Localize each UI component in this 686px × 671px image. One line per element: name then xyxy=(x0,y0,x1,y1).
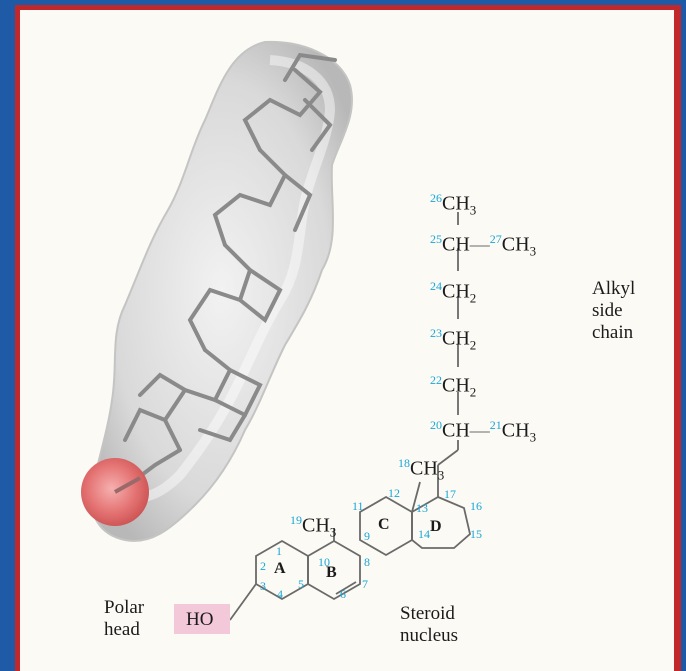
locant-21: 21 xyxy=(489,418,502,432)
ring-label-b: B xyxy=(326,564,337,581)
locant-13: 13 xyxy=(416,501,428,515)
steroid-skeleton xyxy=(229,212,471,621)
atom-label-c23: 23CH2 xyxy=(430,326,477,354)
sub-c23: 2 xyxy=(469,337,477,353)
atom-label-c18: 18CH3 xyxy=(398,456,445,484)
locant-2: 2 xyxy=(260,559,266,573)
locant-18: 18 xyxy=(398,456,410,470)
atom-label-c24: 24CH2 xyxy=(430,279,477,307)
locant-3: 3 xyxy=(260,579,266,593)
sub-c24: 2 xyxy=(469,290,477,306)
locant-6: 6 xyxy=(340,587,346,601)
polar-caption-line1: Polar xyxy=(104,597,145,618)
group-c22: CH xyxy=(442,374,470,397)
molecular-surface xyxy=(81,40,353,542)
polar-head-caption: Polar head xyxy=(104,597,144,641)
steroid-caption-line1: Steroid xyxy=(400,603,455,624)
locant-7: 7 xyxy=(362,577,368,591)
group-c19: CH xyxy=(302,514,330,537)
locant-24: 24 xyxy=(430,279,442,293)
sub-c18: 3 xyxy=(437,467,445,483)
locant-20: 20 xyxy=(430,418,442,432)
locant-25: 25 xyxy=(430,232,442,246)
locant-26: 26 xyxy=(430,191,442,205)
atom-label-c20: 20CH—21CH3 xyxy=(430,418,537,446)
locant-1: 1 xyxy=(276,544,282,558)
atom-label-c26: 26CH3 xyxy=(430,191,477,219)
alkyl-side-chain-caption: Alkyl side chain xyxy=(592,278,635,344)
group-c25: CH xyxy=(442,233,470,256)
group-c26: CH xyxy=(442,192,470,215)
locant-8: 8 xyxy=(364,555,370,569)
locant-12: 12 xyxy=(388,486,400,500)
alkyl-caption-line3: chain xyxy=(592,321,634,343)
sub-c21: 3 xyxy=(529,429,537,445)
group-c20: CH xyxy=(442,419,470,442)
locant-14: 14 xyxy=(418,527,430,541)
locant-10: 10 xyxy=(318,555,330,569)
steroid-nucleus-caption: Steroid nucleus xyxy=(400,603,458,647)
ring-label-a: A xyxy=(274,560,286,577)
ring-label-c: C xyxy=(378,516,390,533)
sub-c22: 2 xyxy=(469,384,477,400)
sub-c26: 3 xyxy=(469,202,477,218)
locant-11: 11 xyxy=(352,499,364,513)
group-c23: CH xyxy=(442,327,470,350)
group-c18: CH xyxy=(410,457,438,480)
locant-19: 19 xyxy=(290,513,302,527)
sub-c27: 3 xyxy=(529,243,537,259)
group-c24: CH xyxy=(442,280,470,303)
group-c27: CH xyxy=(501,233,530,256)
alkyl-caption-line2: side xyxy=(592,299,623,321)
locant-15: 15 xyxy=(470,527,482,541)
locant-27: 27 xyxy=(489,232,502,246)
hydroxyl-label: HO xyxy=(186,609,214,630)
ring-label-d: D xyxy=(430,518,442,535)
sub-c19: 3 xyxy=(329,524,337,540)
atom-label-c22: 22CH2 xyxy=(430,373,477,401)
atom-label-c19: 19CH3 xyxy=(290,513,337,541)
locant-17: 17 xyxy=(444,487,456,501)
locant-9: 9 xyxy=(364,529,370,543)
bond-c25-c27: — xyxy=(469,233,490,256)
locant-23: 23 xyxy=(430,326,442,340)
locant-4: 4 xyxy=(277,587,283,601)
steroid-caption-line2: nucleus xyxy=(400,624,459,646)
alkyl-caption-line1: Alkyl xyxy=(592,278,636,299)
atom-label-c25: 25CH—27CH3 xyxy=(430,232,537,260)
polar-caption-line2: head xyxy=(104,618,140,640)
group-c21: CH xyxy=(501,419,530,442)
locant-5: 5 xyxy=(298,577,304,591)
bond-c20-c21: — xyxy=(469,419,490,442)
locant-16: 16 xyxy=(470,499,482,513)
hydroxyl-highlight xyxy=(174,604,230,634)
locant-22: 22 xyxy=(430,373,442,387)
